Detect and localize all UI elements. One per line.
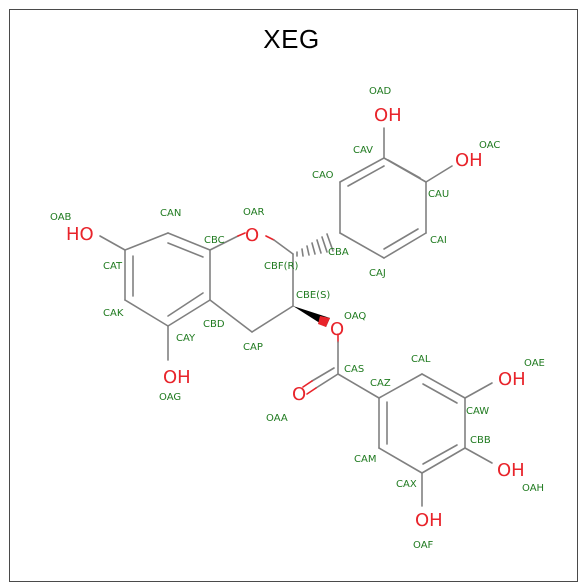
atom-label-caz: CAZ	[370, 378, 391, 389]
atom-label-cau: CAU	[428, 189, 449, 200]
ring-b-bonds	[339, 127, 453, 259]
atom-label-cas: CAS	[344, 364, 364, 375]
atom-label-oah: OAH	[522, 483, 544, 494]
ring-c-bonds	[209, 232, 294, 333]
ester-oxygen-oaq: O	[330, 319, 344, 340]
ring-a-substituents	[99, 235, 169, 361]
atom-label-cba: CBA	[328, 247, 349, 258]
atom-label-can: CAN	[160, 208, 181, 219]
hydroxyl-oac: OH	[455, 150, 483, 171]
atom-label-oag: OAG	[159, 392, 181, 403]
hydroxyl-oae: OH	[498, 369, 526, 390]
atom-label-cao: CAO	[312, 170, 334, 181]
atom-label-caj: CAJ	[369, 268, 386, 279]
atom-label-cam: CAM	[354, 454, 376, 465]
hydroxyl-oag: OH	[163, 367, 191, 388]
hydroxyl-oah: OH	[497, 460, 525, 481]
atom-label-cal: CAL	[411, 354, 431, 365]
atom-label-oae: OAE	[524, 358, 545, 369]
atom-label-cax: CAX	[396, 479, 417, 490]
ring-gallate-bonds	[378, 373, 493, 507]
hydroxyl-oab: HO	[66, 224, 94, 245]
atom-label-oac: OAC	[479, 140, 500, 151]
hydroxyl-oad: OH	[374, 105, 402, 126]
atom-label-cbb: CBB	[470, 435, 491, 446]
atom-label-oad: OAD	[369, 86, 392, 97]
atom-label-cak: CAK	[103, 308, 124, 319]
atom-label-oaf: OAF	[413, 540, 434, 551]
atom-label-oab: OAB	[50, 212, 72, 223]
atom-label-oaa: OAA	[266, 413, 288, 424]
atom-label-cat: CAT	[103, 261, 123, 272]
atom-label-caw: CAW	[466, 406, 489, 417]
ring-a-bonds	[124, 232, 211, 327]
atom-label-cbd: CBD	[203, 319, 225, 330]
atom-label-oaq: OAQ	[344, 311, 366, 322]
hydroxyl-oaf: OH	[415, 510, 443, 531]
carbonyl-oxygen-oaa: O	[292, 384, 306, 405]
atom-label-cav: CAV	[353, 145, 373, 156]
hashed-wedge	[296, 233, 334, 257]
atom-label-cai: CAI	[430, 235, 447, 246]
atom-label-cap: CAP	[243, 342, 263, 353]
atom-label-cbc: CBC	[204, 235, 225, 246]
molecule-title: XEG	[263, 24, 320, 54]
atom-label-cbf: CBF(R)	[264, 261, 298, 272]
atom-label-cay: CAY	[176, 333, 196, 344]
atom-label-cbe: CBE(S)	[296, 290, 330, 301]
ester-bonds	[302, 333, 380, 399]
ring-oxygen-oar: O	[245, 225, 259, 246]
atom-label-oar: OAR	[243, 207, 265, 218]
